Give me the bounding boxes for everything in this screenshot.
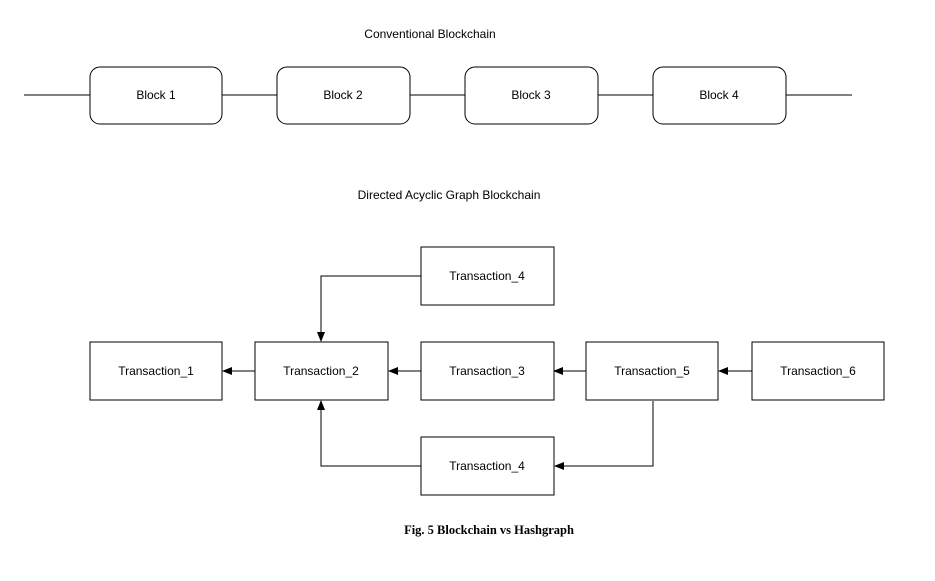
- block-1-box: [89, 66, 223, 125]
- transaction-4-top-node: Transaction_4: [420, 246, 555, 306]
- transaction-1-box: [89, 341, 223, 401]
- block-3-box: [464, 66, 599, 125]
- dag-nodes: Transaction_4 Transaction_1 Transaction_…: [89, 246, 885, 496]
- transaction-5-node: Transaction_5: [585, 341, 719, 401]
- edge-t4top-to-t2: [317, 275, 421, 342]
- block-4-label: Block 4: [699, 88, 739, 102]
- conventional-chain: Block 1 Block 2 Block 3 Block 4: [24, 66, 852, 125]
- block-2: Block 2: [276, 66, 411, 125]
- block-4-box: [652, 66, 787, 125]
- dag-edges: [222, 275, 752, 470]
- conventional-blockchain-title: Conventional Blockchain: [364, 27, 495, 41]
- transaction-2-node: Transaction_2: [254, 341, 389, 401]
- figure-caption: Fig. 5 Blockchain vs Hashgraph: [404, 523, 574, 537]
- edge-t5-to-t4bottom: [554, 401, 654, 470]
- block-4: Block 4: [652, 66, 787, 125]
- transaction-1-label: Transaction_1: [118, 364, 194, 378]
- edge-t4bottom-to-t2: [317, 400, 421, 467]
- transaction-4-top-box: [420, 246, 555, 306]
- transaction-3-node: Transaction_3: [420, 341, 555, 401]
- block-3: Block 3: [464, 66, 599, 125]
- transaction-3-box: [420, 341, 555, 401]
- transaction-4-bottom-node: Transaction_4: [420, 436, 555, 496]
- transaction-5-box: [585, 341, 719, 401]
- transaction-1-node: Transaction_1: [89, 341, 223, 401]
- block-1: Block 1: [89, 66, 223, 125]
- transaction-2-box: [254, 341, 389, 401]
- block-2-box: [276, 66, 411, 125]
- block-3-label: Block 3: [511, 88, 551, 102]
- transaction-4-bottom-box: [420, 436, 555, 496]
- transaction-6-label: Transaction_6: [780, 364, 856, 378]
- transaction-4-top-label: Transaction_4: [449, 269, 525, 283]
- transaction-3-label: Transaction_3: [449, 364, 525, 378]
- transaction-5-label: Transaction_5: [614, 364, 690, 378]
- transaction-6-box: [751, 341, 885, 401]
- block-2-label: Block 2: [323, 88, 363, 102]
- transaction-2-label: Transaction_2: [283, 364, 359, 378]
- transaction-6-node: Transaction_6: [751, 341, 885, 401]
- block-1-label: Block 1: [136, 88, 176, 102]
- dag-blockchain-title: Directed Acyclic Graph Blockchain: [358, 188, 541, 202]
- transaction-4-bottom-label: Transaction_4: [449, 459, 525, 473]
